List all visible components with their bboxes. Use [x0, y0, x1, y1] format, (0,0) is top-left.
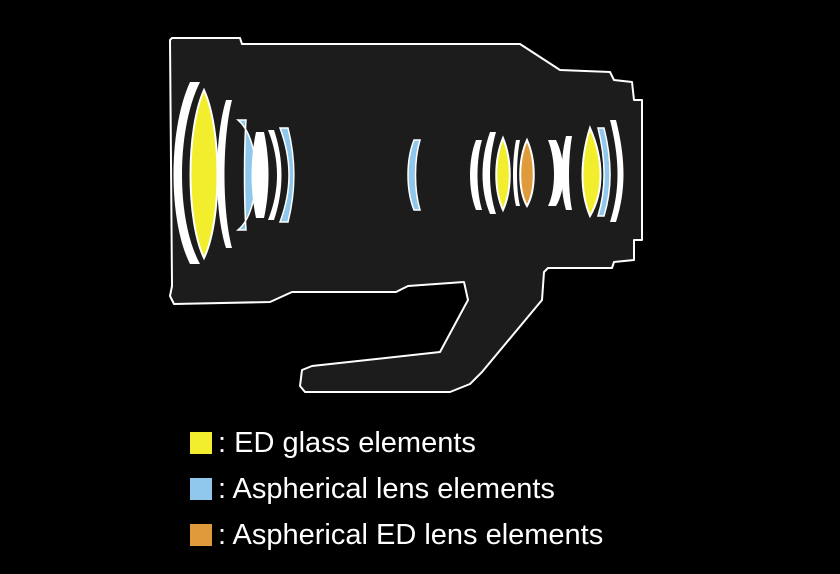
legend-label-aspherical-ed: : Aspherical ED lens elements: [218, 518, 604, 551]
front-meniscus-element: [217, 100, 232, 248]
rear-plain-element-5: [561, 136, 572, 210]
aspherical-element-2: [278, 127, 295, 223]
aspherical-element-4: [596, 127, 611, 217]
rear-plain-element-3: [513, 140, 520, 206]
front-outer-element: [173, 82, 200, 264]
legend: : ED glass elements : Aspherical lens el…: [190, 420, 603, 558]
aspherical-ed-swatch: [190, 524, 212, 546]
legend-label-ed-glass: : ED glass elements: [218, 426, 476, 459]
plain-element-2: [268, 130, 282, 220]
lens-barrel-body: [169, 37, 643, 393]
legend-item-aspherical-ed: : Aspherical ED lens elements: [190, 512, 603, 558]
rear-ed-element-2: [581, 125, 602, 219]
rear-plain-element-1: [470, 140, 482, 210]
rear-plain-element-4: [548, 140, 564, 206]
front-ed-element: [189, 87, 219, 261]
lens-cross-section-diagram: [169, 37, 643, 393]
plain-element-1: [251, 132, 269, 218]
legend-item-ed-glass: : ED glass elements: [190, 420, 603, 466]
rear-plain-element-6: [610, 120, 624, 222]
legend-label-aspherical: : Aspherical lens elements: [218, 472, 555, 505]
aspherical-element-3: [407, 139, 422, 211]
ed-glass-swatch: [190, 432, 212, 454]
aspherical-ed-element: [519, 137, 535, 209]
rear-ed-element-1: [495, 135, 511, 213]
legend-item-aspherical: : Aspherical lens elements: [190, 466, 603, 512]
aspherical-swatch: [190, 478, 212, 500]
rear-plain-element-2: [482, 132, 496, 214]
